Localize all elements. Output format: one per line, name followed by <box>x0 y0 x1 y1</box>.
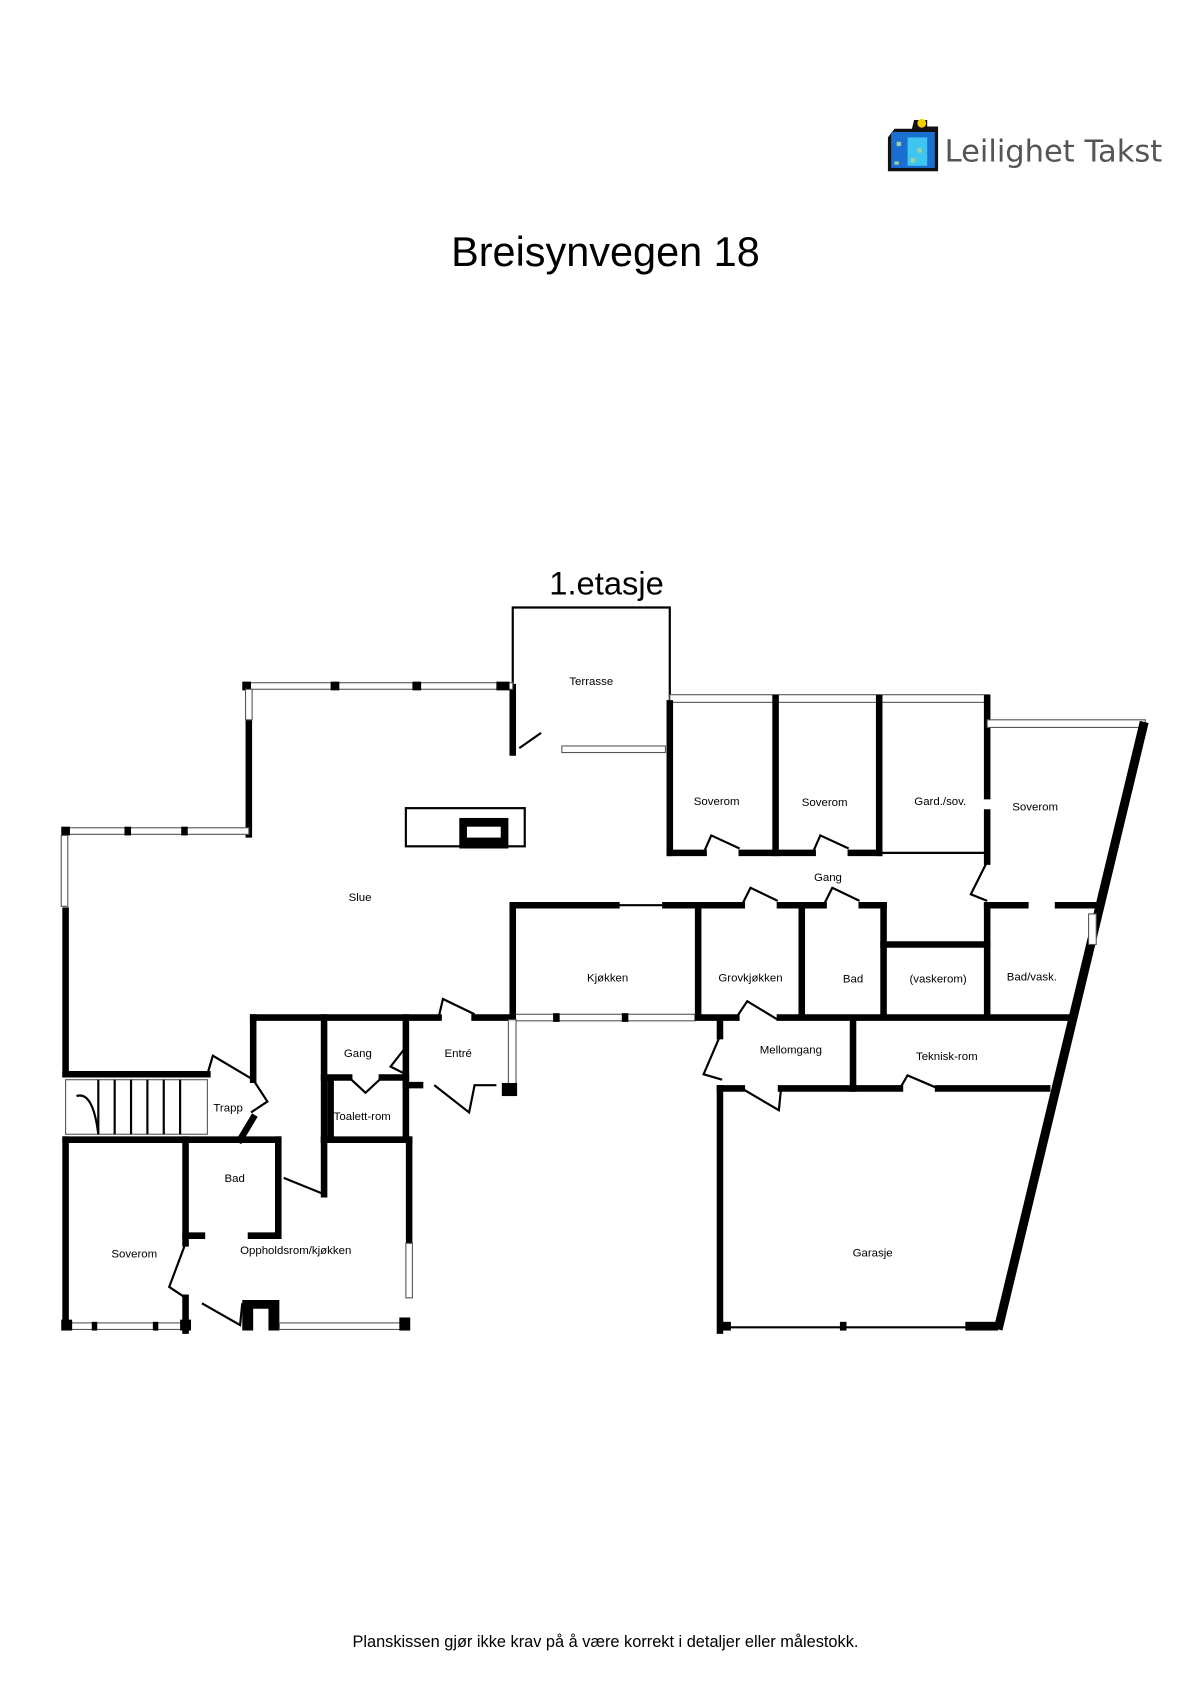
room-soverom-2: Soverom <box>802 797 848 809</box>
room-grovkjokken: Grovkjøkken <box>718 973 782 985</box>
leilighet-takst-logo: Leilighet Takst <box>887 118 1163 172</box>
room-toalett-rom: Toalett-rom <box>334 1111 391 1123</box>
room-vaskerom: (vaskerom) <box>909 974 966 986</box>
walls <box>60 606 1149 1334</box>
room-gang-small: Gang <box>344 1048 372 1060</box>
room-bad-2: Bad <box>224 1173 244 1185</box>
room-teknisk-rom: Teknisk-rom <box>916 1051 978 1063</box>
room-mellomgang: Mellomgang <box>760 1045 822 1057</box>
room-trapp: Trapp <box>213 1102 242 1114</box>
room-gard-sov: Gard./sov. <box>914 796 966 808</box>
room-bad: Bad <box>843 974 863 986</box>
room-garasje: Garasje <box>853 1247 893 1259</box>
room-kjokken: Kjøkken <box>587 973 628 985</box>
room-bad-vask: Bad/vask. <box>1007 971 1057 983</box>
page-title: Breisynvegen 18 <box>451 228 760 275</box>
floor-label: 1.etasje <box>549 564 664 601</box>
room-oppholdsrom-kjokken: Oppholdsrom/kjøkken <box>240 1245 351 1257</box>
room-terrasse: Terrasse <box>569 676 613 688</box>
room-soverom-4: Soverom <box>111 1248 157 1260</box>
room-gang: Gang <box>814 872 842 884</box>
room-labels: Terrasse Slue Soverom Soverom Gard./sov.… <box>111 676 1058 1261</box>
room-entre: Entré <box>445 1048 472 1060</box>
disclaimer-footer: Planskissen gjør ikke krav på å være kor… <box>352 1633 858 1651</box>
brand-name: Leilighet Takst <box>945 134 1163 169</box>
room-soverom-3: Soverom <box>1012 801 1058 813</box>
room-slue: Slue <box>349 892 372 904</box>
room-soverom-1: Soverom <box>694 796 740 808</box>
